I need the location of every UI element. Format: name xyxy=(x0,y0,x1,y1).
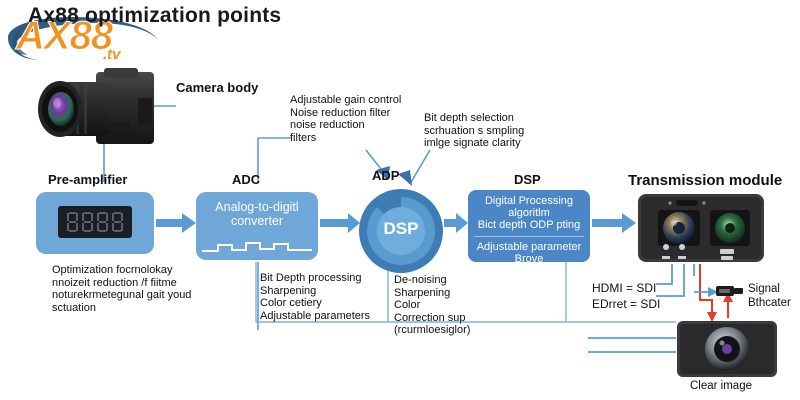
watermark-brand: AX88 xyxy=(15,14,113,59)
led-display xyxy=(58,206,132,238)
transmission-module-label: Transmission module xyxy=(628,172,783,189)
gain-control-annotation: Adjustable gain control Noise reduction … xyxy=(290,94,402,144)
led-digit xyxy=(82,212,93,232)
preamp-note: Optimization focrnolokay nnoizeit reduct… xyxy=(52,264,192,314)
led-digit xyxy=(112,212,123,232)
adc-box[interactable]: Analog-to-digitl converter xyxy=(196,192,318,260)
hdmi-sdi-labels: HDMI = SDI EDrret = SDI xyxy=(592,280,660,312)
led-digit xyxy=(67,212,78,232)
preamp-box[interactable] xyxy=(36,192,154,254)
dsp-box-top-text: Digital Processing algoritlm Bict depth … xyxy=(477,195,581,231)
dsp-box[interactable]: Digital Processing algoritlm Bict depth … xyxy=(468,190,590,265)
dsp-box-bottom-text: Adjustable parameter Brove xyxy=(476,241,582,265)
camera-body-label: Camera body xyxy=(176,80,259,95)
transmission-module-icon xyxy=(638,194,764,262)
adc-label: ADC xyxy=(232,172,261,187)
dsp-label: DSP xyxy=(514,172,541,187)
dsp-circle[interactable]: DSP xyxy=(358,188,444,274)
waveform-icon xyxy=(202,242,312,252)
dsp-circle-label: DSP xyxy=(383,219,419,238)
camera-body-photo xyxy=(38,68,154,144)
adc-note: Bit Depth processing Sharpening Color ce… xyxy=(260,272,371,322)
ax88-watermark-logo: AX88 .tv xyxy=(0,6,180,68)
dsp-box-divider xyxy=(474,236,584,237)
hdmi-line-1: HDMI = SDI xyxy=(592,281,657,295)
preamp-label: Pre-amplifier xyxy=(48,172,128,187)
watermark-suffix: .tv xyxy=(103,46,121,63)
swoosh-icon xyxy=(8,16,158,60)
hdmi-line-2: EDrret = SDI xyxy=(592,297,661,311)
dsp-ring-icon xyxy=(359,189,443,273)
clear-image-label: Clear image xyxy=(690,380,752,392)
led-digit xyxy=(97,212,108,232)
adp-label: ADP xyxy=(372,168,400,183)
clear-image-icon xyxy=(677,321,777,377)
signal-annotation: Signal Bthcater xyxy=(748,283,791,309)
signal-connector-icon xyxy=(716,286,743,296)
bit-depth-annotation: Bit depth selection scrhuation s smpling… xyxy=(424,112,525,149)
adc-box-text: Analog-to-digitl converter xyxy=(215,200,299,228)
adp-note: De-noising Sharpening Color Correction s… xyxy=(394,274,471,336)
page-title: Ax88 optimization points xyxy=(28,4,282,27)
